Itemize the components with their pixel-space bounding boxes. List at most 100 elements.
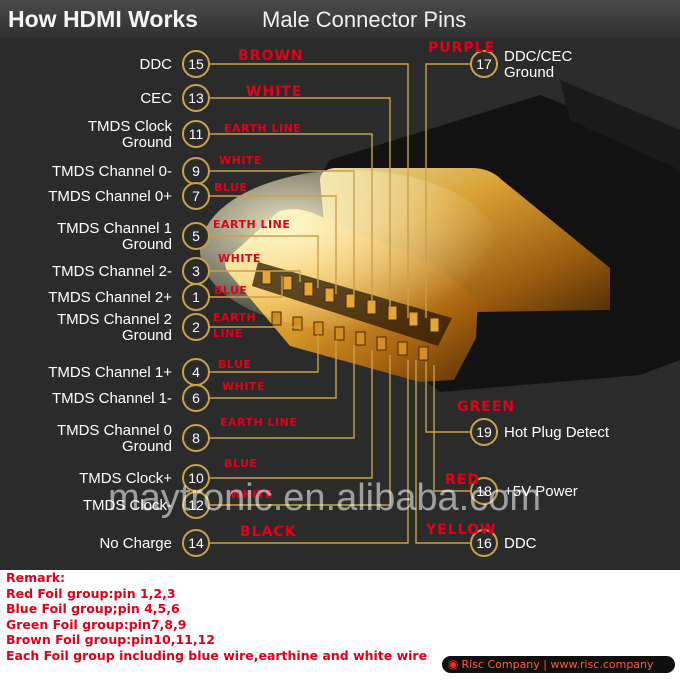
pin-number-circle [470,50,498,78]
pin-label: No Charge [99,535,172,552]
remark-line: Green Foil group:pin7,8,9 [6,616,187,632]
pin-label: TMDS Clock- [83,497,172,514]
remark-line: Remark: [6,570,66,585]
contact-bottom [355,331,366,346]
pin-number-circle [182,283,210,311]
pin-number: 15 [188,56,204,72]
wire [210,335,319,373]
wire-color-label: RED [445,472,480,488]
pin-number-circle [470,418,498,446]
contact-top [261,269,272,285]
pin-number-circle [182,222,210,250]
pin-label: DDC [140,56,173,73]
pin-label: TMDS Channel 0 [57,422,172,439]
pin-number: 1 [192,289,200,305]
pin-number: 11 [189,126,204,142]
pin-19: 19 Hot Plug Detect [470,418,610,446]
risc-company-badge[interactable]: ◉ Risc Company | www.risc.company [442,656,675,673]
pin-number: 5 [192,228,200,244]
contact-bottom [313,321,324,336]
wire [210,195,337,294]
wire [210,276,283,298]
hdmi-pinout-diagram: How HDMI Works Male Connector Pins 15DDC… [0,0,680,570]
pin-number-circle [470,529,498,557]
wire-color-label: BROWN [238,48,304,64]
pin-label: Ground [122,134,172,151]
wire-color-label: BLUE [218,358,251,371]
wire [210,340,337,399]
pin-number: 6 [192,390,200,406]
wire [210,97,391,312]
wire [210,235,319,288]
wire-color-label: YELLOW [425,522,496,538]
pin-number: 13 [188,90,204,106]
contact-top [408,311,419,327]
pin-label: TMDS Channel 2 [57,311,172,328]
contact-top [387,305,398,321]
pin-number: 9 [192,163,200,179]
wire [425,63,470,318]
remarks-list: Remark: Red Foil group:pin 1,2,3 Blue Fo… [6,570,680,664]
wire [210,170,355,300]
header-subtitle: Male Connector Pins [262,7,466,32]
wire-color-label: BLUE [214,181,247,194]
watermark: maytronic.en.alibaba.com [108,477,541,519]
contact-bottom [271,311,282,326]
contact-bottom [397,341,408,356]
pin-wires [210,63,470,544]
wire [425,362,470,433]
pin-label: TMDS Channel 0- [52,163,172,180]
wire-color-label: WHITE [219,154,262,167]
pin-number-circle [182,424,210,452]
badge-text: Risc Company | www.risc.company [461,658,654,671]
remark-line: Blue Foil group;pin 4,5,6 [6,601,180,617]
pin-14: 14 No Charge [99,529,210,557]
pin-number: 2 [192,319,200,335]
pin-label: TMDS Channel 0+ [48,188,172,205]
wire-color-label: EARTH [213,311,256,324]
pin-label: Ground [122,236,172,253]
contact-top [429,317,440,333]
pin-label: DDC [504,535,537,552]
contact-bottom [376,336,387,351]
contact-bottom [292,316,303,331]
connector-contacts [261,269,440,361]
pin-number: 10 [188,470,204,486]
hdmi-connector-illustration [200,80,680,392]
wire-color-label: LINE [213,327,243,340]
wire-color-label: WHITE [222,380,265,393]
wire [433,365,470,492]
wire [210,63,409,318]
wire-color-label: EARTH LINE [220,416,297,429]
pin-number-circle [182,529,210,557]
pin-number: 19 [476,424,492,440]
pin-number: 14 [188,535,204,551]
pin-label: TMDS Clock [88,118,173,135]
wire-color-label: BLUE [214,284,247,297]
contact-top [282,275,293,291]
pin-9: 9 TMDS Channel 0- [52,157,210,185]
contact-top [345,293,356,309]
pin-label: Hot Plug Detect [504,424,610,441]
pin-label: TMDS Channel 1 [57,220,172,237]
pin-label: TMDS Channel 1+ [48,364,172,381]
wire [210,326,301,330]
wire [210,133,373,306]
pin-label: Ground [122,327,172,344]
pin-18: 18+5V Power [470,477,578,505]
pin-number: 8 [192,430,200,446]
pin-number-circle [182,313,210,341]
pin-label: +5V Power [504,483,578,500]
pin-number-circle [182,491,210,519]
